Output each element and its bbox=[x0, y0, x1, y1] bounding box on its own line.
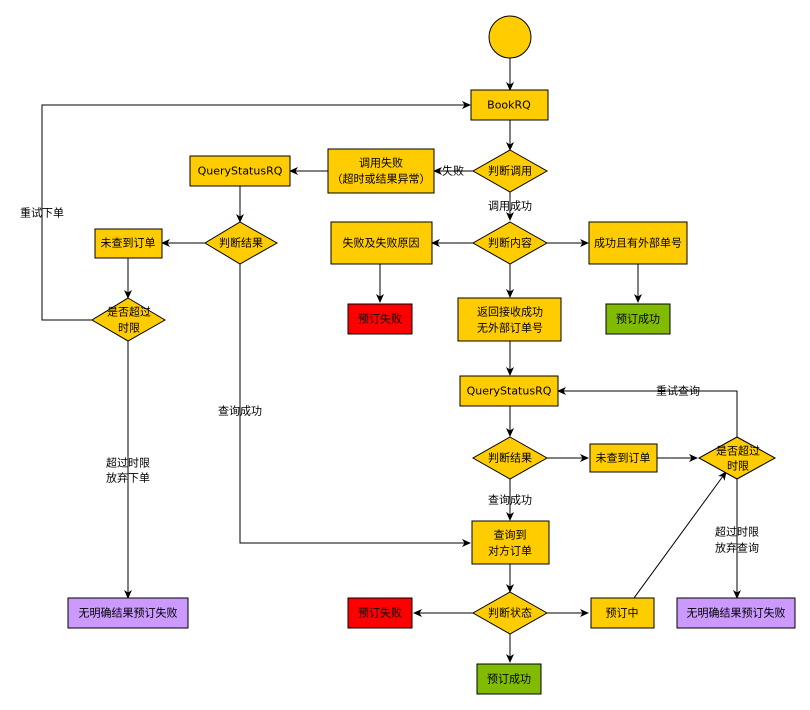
edge-label-retry-query: 重试查询 bbox=[656, 384, 700, 398]
edge-label-fail: 失败 bbox=[442, 164, 464, 178]
timeout-check-right-line1: 是否超过 bbox=[716, 444, 760, 458]
timeout-check-right-line2: 时限 bbox=[727, 460, 749, 473]
query-status-right-label: QueryStatusRQ bbox=[467, 385, 552, 398]
edge-judge-left-query-success bbox=[239, 264, 471, 547]
success-external-node: 成功且有外部单号 bbox=[588, 221, 688, 265]
not-found-right-label: 未查到订单 bbox=[596, 451, 651, 465]
query-status-left-label: QueryStatusRQ bbox=[198, 165, 283, 178]
unknown-fail-left-node: 无明确结果预订失败 bbox=[67, 597, 189, 629]
edge-label-retry-order: 重试下单 bbox=[20, 206, 64, 220]
judge-content-node: 判断内容 bbox=[471, 221, 549, 265]
edge-label-query-success-left: 查询成功 bbox=[218, 404, 262, 418]
not-found-left-label: 未查到订单 bbox=[101, 236, 156, 250]
edge-label-timeout-abandon-order-line2: 放弃下单 bbox=[106, 471, 150, 485]
edge-label-timeout-abandon-query-line2: 放弃查询 bbox=[715, 541, 759, 555]
book-rq-label: BookRQ bbox=[487, 99, 531, 112]
received-line2: 无外部订单号 bbox=[477, 321, 543, 335]
booking-fail-1-label: 预订失败 bbox=[358, 312, 402, 326]
found-order-line1: 查询到 bbox=[494, 528, 527, 542]
judge-call-label: 判断调用 bbox=[488, 164, 532, 178]
edge-labels: 失败 调用成功 重试下单 查询成功 超过时限 放弃下单 重试查询 查询成功 超过… bbox=[20, 164, 759, 555]
fail-reason-label: 失败及失败原因 bbox=[343, 236, 420, 250]
timeout-check-left-node: 是否超过 时限 bbox=[91, 297, 166, 342]
found-order-node: 查询到 对方订单 bbox=[471, 520, 550, 565]
judge-result-left-node: 判断结果 bbox=[204, 221, 279, 265]
edge-timeout-left-retry-order bbox=[41, 101, 471, 321]
timeout-check-left-line2: 时限 bbox=[118, 322, 140, 335]
call-fail-node: 调用失败 （超时或结果异常） bbox=[327, 148, 435, 194]
call-fail-label-line1: 调用失败 bbox=[359, 156, 403, 170]
booking-fail-1-node: 预订失败 bbox=[347, 303, 413, 335]
judge-status-label: 判断状态 bbox=[488, 606, 532, 620]
edge-label-query-success-right: 查询成功 bbox=[488, 493, 532, 507]
fail-reason-node: 失败及失败原因 bbox=[330, 221, 433, 265]
edge-label-timeout-abandon-query-line1: 超过时限 bbox=[715, 525, 759, 539]
booking-fail-2-node: 预订失败 bbox=[347, 597, 413, 629]
booking-in-progress-node: 预订中 bbox=[590, 597, 655, 629]
unknown-fail-right-label: 无明确结果预订失败 bbox=[687, 606, 786, 620]
timeout-check-left-line1: 是否超过 bbox=[107, 305, 151, 319]
not-found-left-node: 未查到订单 bbox=[94, 228, 163, 259]
timeout-check-right-node: 是否超过 时限 bbox=[697, 436, 777, 480]
unknown-fail-left-label: 无明确结果预订失败 bbox=[79, 606, 178, 620]
booking-success-2-node: 预订成功 bbox=[476, 663, 542, 695]
edge-label-timeout-abandon-order-line1: 超过时限 bbox=[106, 456, 150, 470]
received-no-external-node: 返回接收成功 无外部订单号 bbox=[457, 297, 562, 342]
not-found-right-node: 未查到订单 bbox=[589, 443, 658, 473]
edge-timeout-right-retry-query bbox=[557, 387, 738, 437]
call-fail-label-line2: （超时或结果异常） bbox=[332, 172, 431, 186]
judge-call-node: 判断调用 bbox=[471, 149, 549, 193]
judge-result-left-label: 判断结果 bbox=[219, 236, 263, 250]
judge-result-right-label: 判断结果 bbox=[488, 451, 532, 465]
booking-success-2-label: 预订成功 bbox=[487, 673, 531, 686]
nodes: BookRQ 判断调用 调用失败 （超时或结果异常） QueryStatusRQ… bbox=[67, 15, 796, 695]
booking-in-progress-label: 预订中 bbox=[606, 607, 639, 620]
judge-status-node: 判断状态 bbox=[471, 591, 549, 635]
unknown-fail-right-node: 无明确结果预订失败 bbox=[676, 597, 796, 629]
start-node bbox=[488, 15, 532, 59]
success-external-label: 成功且有外部单号 bbox=[594, 236, 682, 250]
edge-in-progress-to-timeout-right bbox=[633, 471, 727, 599]
booking-success-1-node: 预订成功 bbox=[605, 303, 671, 335]
query-status-left-node: QueryStatusRQ bbox=[189, 155, 291, 187]
edges bbox=[41, 58, 741, 663]
booking-success-1-label: 预订成功 bbox=[616, 313, 660, 326]
received-line1: 返回接收成功 bbox=[477, 305, 543, 319]
found-order-line2: 对方订单 bbox=[488, 544, 532, 558]
edge-label-call-success: 调用成功 bbox=[488, 200, 532, 213]
query-status-right-node: QueryStatusRQ bbox=[459, 375, 559, 407]
judge-result-right-node: 判断结果 bbox=[471, 436, 549, 480]
book-rq-node: BookRQ bbox=[470, 89, 549, 121]
booking-fail-2-label: 预订失败 bbox=[358, 606, 402, 620]
judge-content-label: 判断内容 bbox=[488, 236, 532, 250]
